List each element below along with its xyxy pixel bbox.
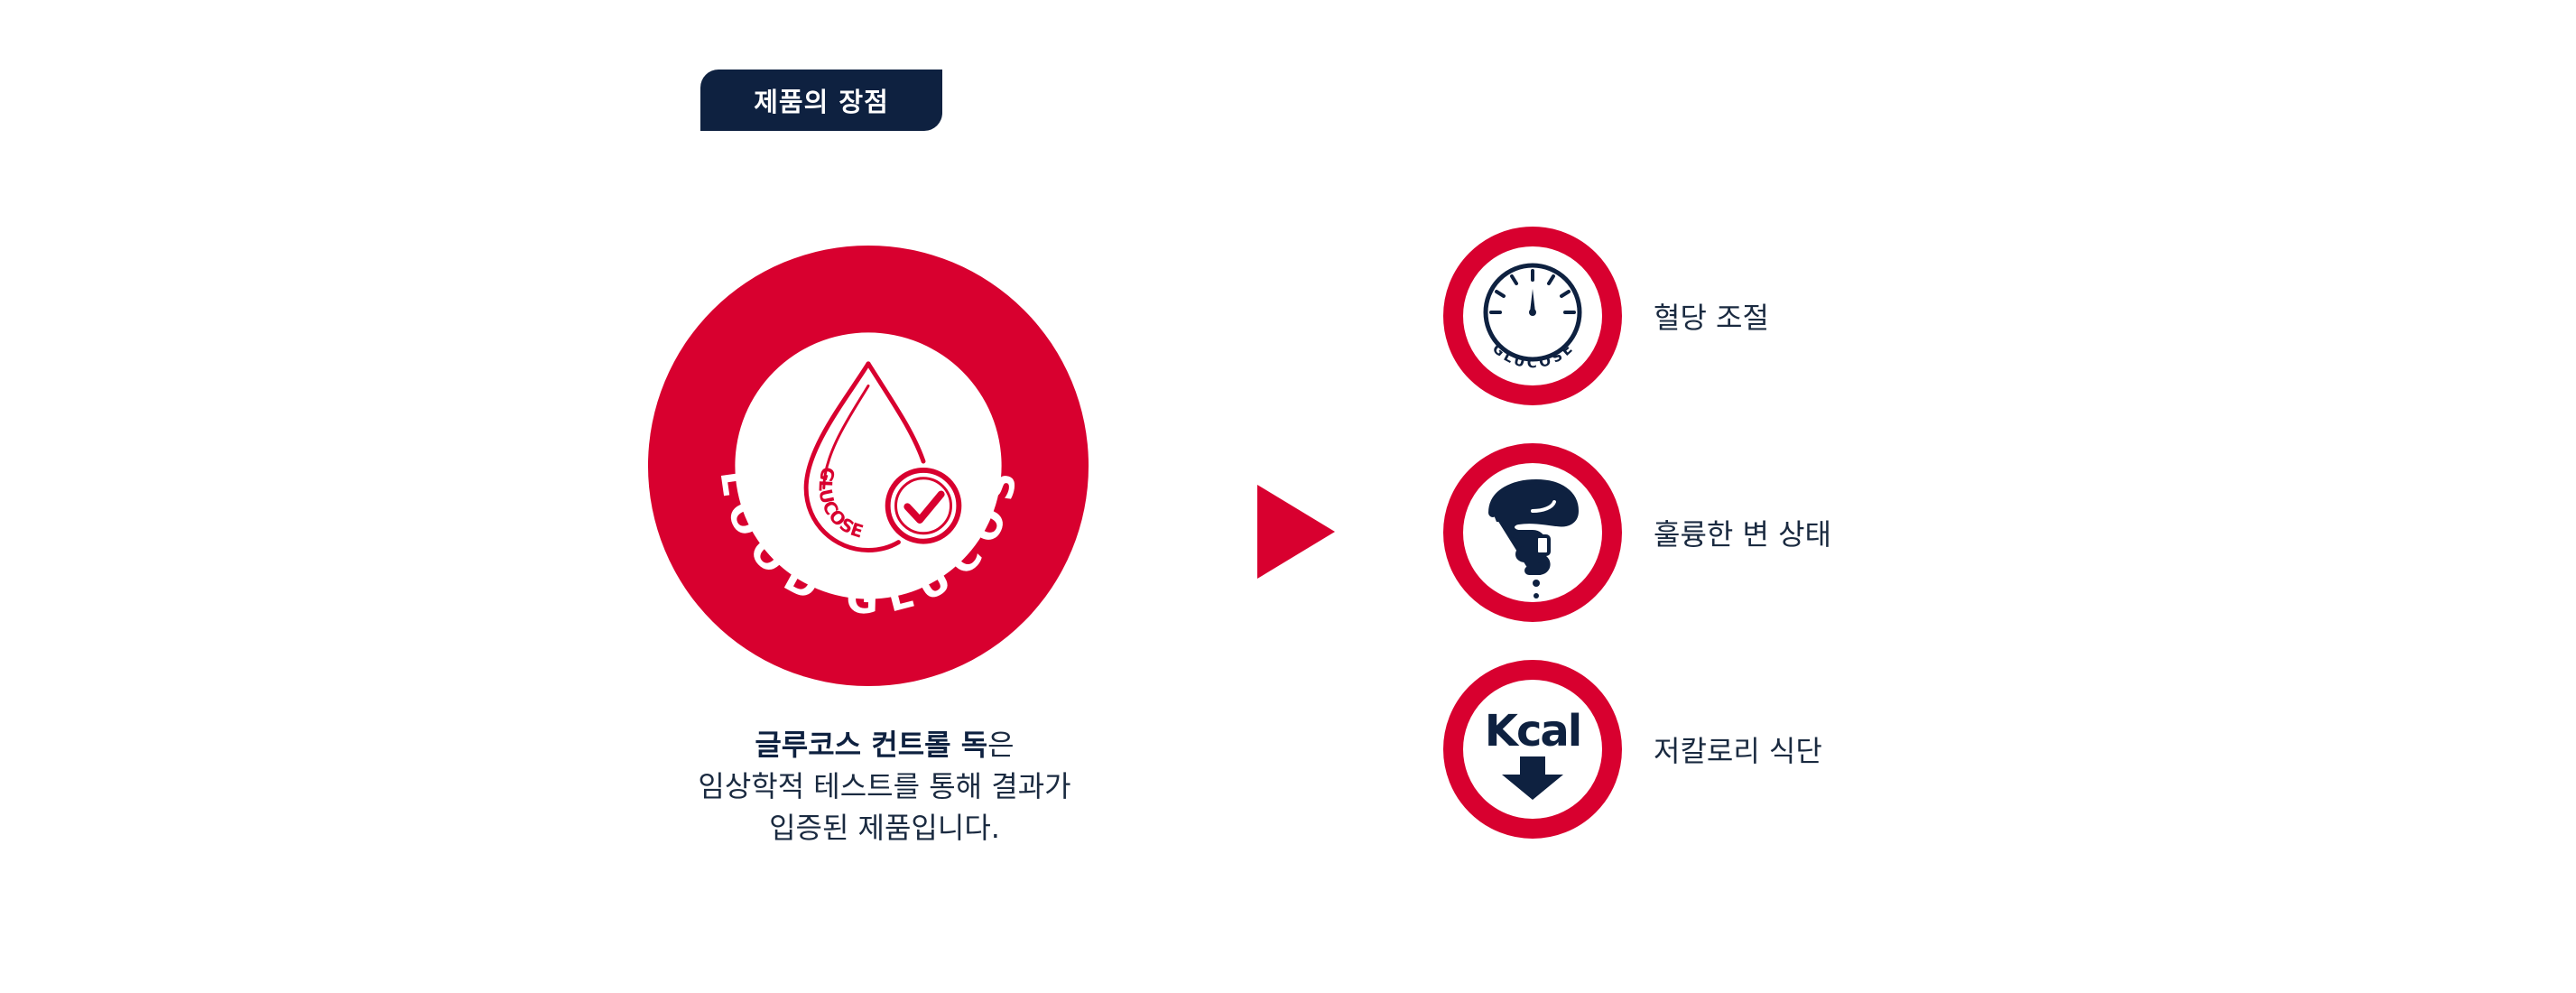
check-circle-icon — [885, 467, 962, 544]
benefit-label-stool: 훌륭한 변 상태 — [1654, 517, 1831, 552]
checkmark-icon — [903, 490, 945, 524]
product-benefits-tag: 제품의 장점 — [700, 70, 942, 131]
drop-outline-icon — [803, 361, 901, 552]
right-arrow-icon — [1257, 485, 1335, 579]
product-description: 글루코스 컨트롤 독은 임상학적 테스트를 통해 결과가 입증된 제품입니다. — [698, 728, 1071, 845]
svg-text:Kcal: Kcal — [1485, 706, 1581, 756]
benefit-item-glucose: GLUCOSE 혈당 조절 — [1442, 226, 2345, 406]
low-kcal-icon: Kcal — [1442, 659, 1623, 840]
blood-glucose-badge: 혈당 조절에 도움 BLOOD GLUCOSE GLUCOSE — [646, 244, 1090, 688]
stool-icon — [1442, 442, 1623, 623]
benefit-label-low-kcal: 저칼로리 식단 — [1654, 734, 1822, 768]
benefit-label-glucose: 혈당 조절 — [1654, 301, 1769, 335]
benefit-item-stool: 훌륭한 변 상태 — [1442, 442, 2345, 623]
benefit-item-low-kcal: Kcal 저칼로리 식단 — [1442, 659, 2345, 840]
glucose-gauge-icon: GLUCOSE — [1442, 226, 1623, 406]
